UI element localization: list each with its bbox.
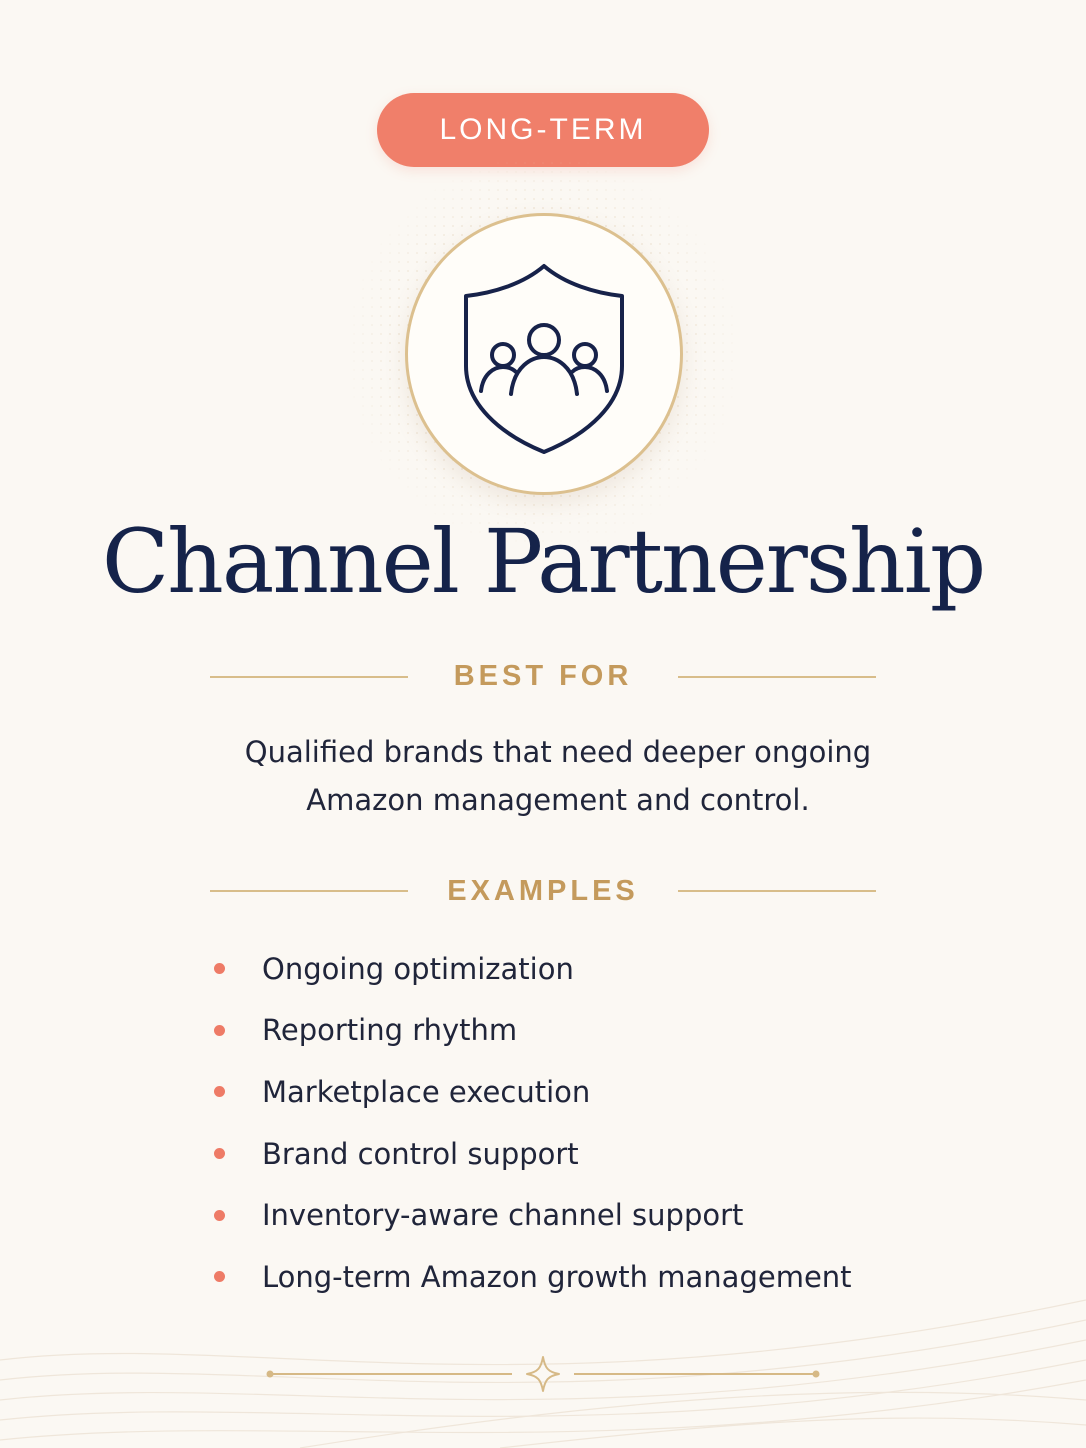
best-for-rule-left: [210, 676, 408, 678]
best-for-description: Qualified brands that need deeper ongoin…: [200, 728, 916, 824]
list-item: Brand control support: [214, 1123, 852, 1185]
list-item: Marketplace execution: [214, 1061, 852, 1123]
list-item: Ongoing optimization: [214, 938, 852, 1000]
list-item-label: Long-term Amazon growth management: [262, 1259, 852, 1294]
sparkle-icon: [526, 1356, 560, 1392]
list-item-label: Brand control support: [262, 1136, 579, 1171]
list-item-label: Reporting rhythm: [262, 1013, 518, 1048]
examples-heading: EXAMPLES: [447, 875, 639, 907]
best-for-line-2: Amazon management and control.: [306, 783, 810, 817]
emblem-circle: [405, 213, 683, 495]
bullet-dot: [214, 1086, 225, 1098]
best-for-heading: BEST FOR: [453, 660, 633, 692]
bullet-dot: [214, 963, 225, 975]
examples-rule-right: [678, 890, 876, 892]
bullet-dot: [214, 1209, 225, 1221]
page-title: Channel Partnership: [101, 510, 986, 613]
bullet-dot: [214, 1024, 225, 1036]
long-term-badge: LONG-TERM: [377, 93, 709, 167]
best-for-rule-right: [678, 676, 876, 678]
bullet-dot: [214, 1148, 225, 1160]
list-item: Long-term Amazon growth management: [214, 1246, 852, 1308]
footer-ornament: [266, 1356, 820, 1392]
examples-list: Ongoing optimization Reporting rhythm Ma…: [214, 938, 852, 1308]
list-item: Inventory-aware channel support: [214, 1184, 852, 1246]
examples-rule-left: [210, 890, 408, 892]
bullet-dot: [214, 1271, 225, 1283]
list-item-label: Inventory-aware channel support: [262, 1198, 744, 1233]
shield-group-icon: [464, 264, 624, 454]
best-for-line-1: Qualified brands that need deeper ongoin…: [244, 735, 872, 769]
list-item-label: Ongoing optimization: [262, 951, 574, 986]
list-item-label: Marketplace execution: [262, 1074, 591, 1109]
list-item: Reporting rhythm: [214, 1000, 852, 1062]
